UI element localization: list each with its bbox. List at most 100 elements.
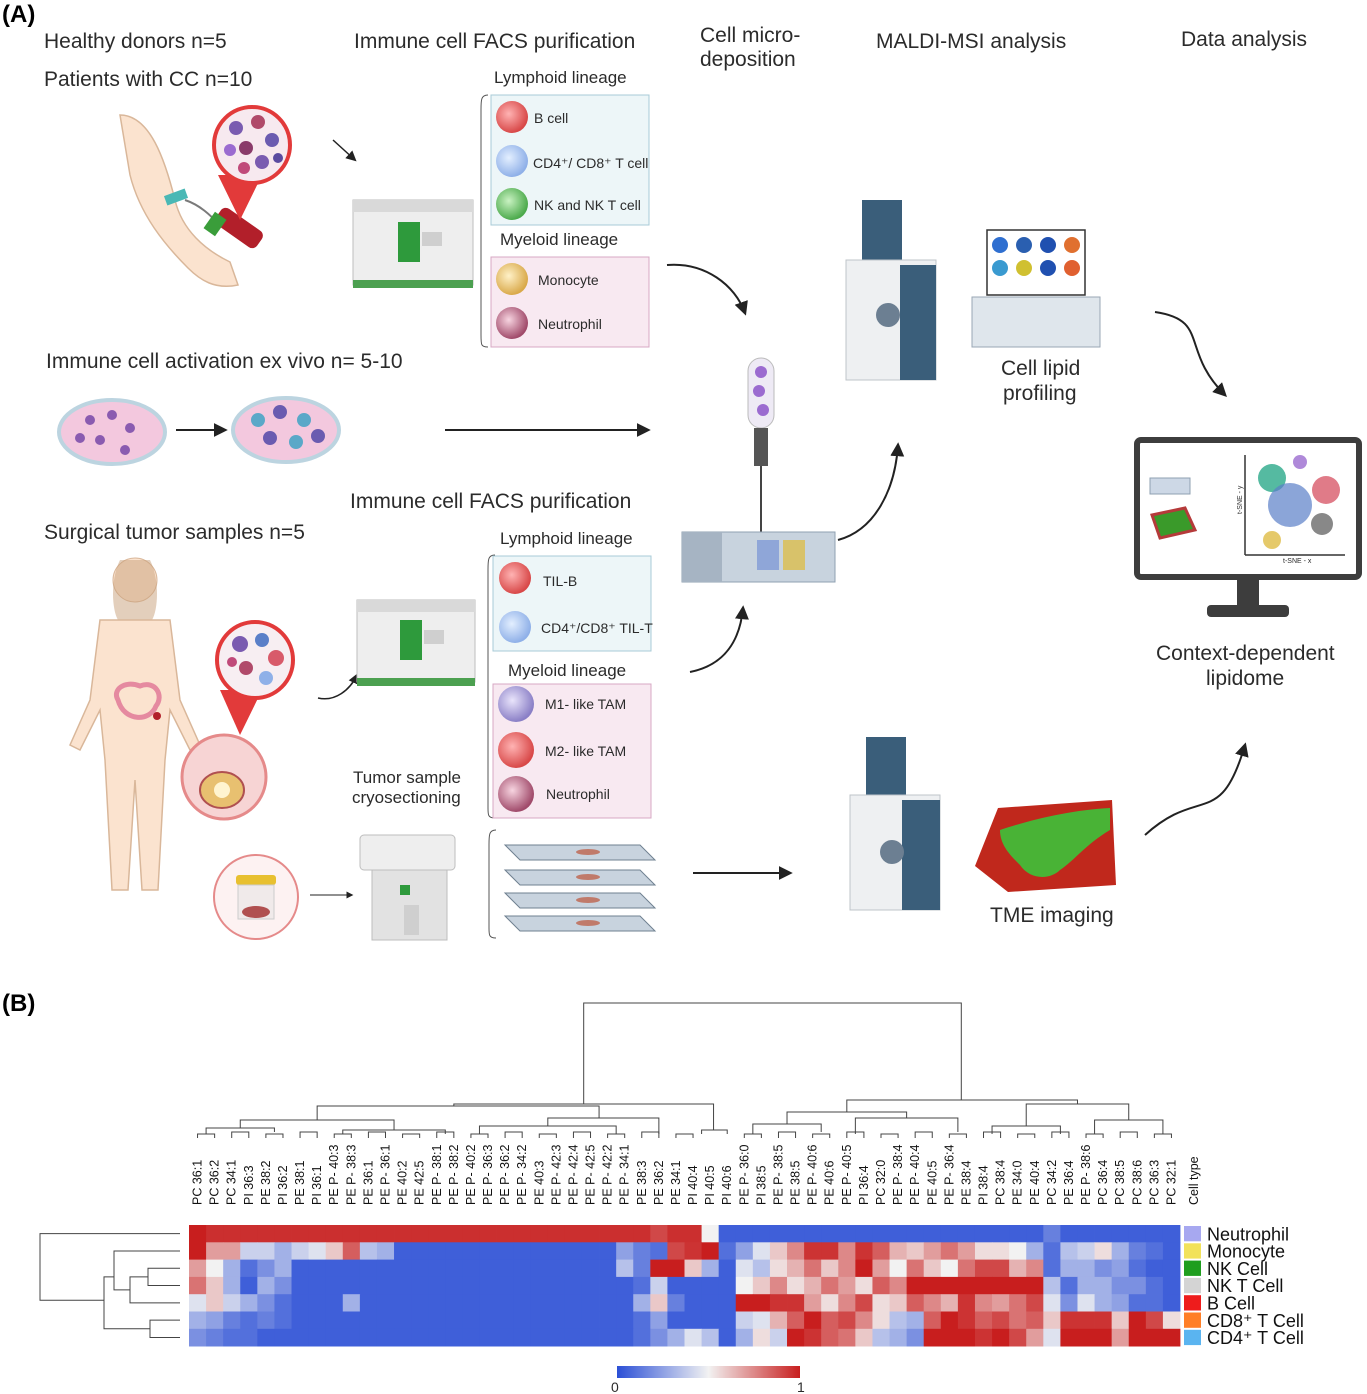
heatmap-cell [838,1294,856,1312]
heatmap-cell [752,1276,771,1295]
heatmap-cell [735,1225,754,1243]
heatmap-cell [1162,1328,1181,1347]
tumor-myeloid-title: Myeloid lineage [508,661,626,680]
heatmap-cell [701,1294,720,1312]
tsne-y-label: t-SNE - y [1237,485,1244,514]
heatmap-cell [376,1276,395,1295]
heatmap-cell [735,1294,754,1312]
heatmap-cell [479,1311,497,1330]
legend-swatch [1184,1277,1201,1294]
heatmap-cell [667,1225,685,1243]
heatmap-cell [581,1259,600,1278]
heatmap-cell [274,1242,292,1260]
heatmap-cell [547,1294,566,1312]
heatmap-cell [428,1311,446,1330]
legend-swatch [1184,1260,1201,1276]
heatmap-cell [940,1328,959,1347]
heatmap-cell [889,1242,908,1260]
column-label: PI 36:2 [276,1165,290,1205]
column-label: PC 32:0 [874,1160,888,1205]
heatmap-cell [633,1311,651,1330]
column-label: PE P- 38:1 [430,1145,444,1205]
column-label: PC 36:1 [191,1160,205,1205]
neutrophil-icon [496,307,528,339]
heatmap-cell [957,1259,976,1278]
heatmap-cell [1043,1311,1061,1330]
cohort-healthy: Healthy donors n=5 [44,30,227,53]
heatmap-cell [855,1225,873,1243]
heatmap-cell [206,1294,224,1312]
heatmap-cell [616,1242,634,1260]
heatmap-cell [376,1311,395,1330]
cryo-label-2: cryosectioning [352,788,461,807]
column-label: PE P- 40:5 [840,1145,854,1205]
heatmap-cell [992,1259,1010,1278]
column-label: PI 40:6 [720,1165,734,1205]
heatmap-cell [1077,1328,1095,1347]
heatmap-cell [513,1225,532,1243]
heatmap-cell [974,1328,993,1347]
heatmap-cell [940,1276,959,1295]
heatmap-cell [599,1328,617,1347]
heatmap-cell [769,1328,788,1347]
heatmap-cell [735,1242,754,1260]
column-label: PC 36:4 [1096,1160,1110,1205]
heatmap-cell [257,1259,275,1278]
column-label: PI 38:4 [977,1165,991,1205]
heatmap-cell [274,1294,292,1312]
heatmap-cell [359,1242,378,1260]
heatmap-cell [291,1242,310,1260]
lipidome-label-1: Context-dependent [1156,642,1335,665]
heatmap-cell [547,1225,566,1243]
heatmap-cell [530,1328,549,1347]
heatmap-cell [923,1259,942,1278]
heatmap-cell [1162,1276,1181,1295]
heatmap-cell [308,1294,327,1312]
tme-image-icon [975,800,1116,892]
heatmap-cell [496,1276,515,1295]
heatmap-cell [923,1276,942,1295]
heatmap-cell [889,1294,908,1312]
heatmap-cell [787,1311,805,1330]
heatmap-cell [752,1242,771,1260]
heatmap-cell [189,1225,207,1243]
heatmap-cell [701,1225,720,1243]
heatmap-cell [787,1276,805,1295]
header-maldi: MALDI-MSI analysis [876,30,1066,53]
heatmap-cell [359,1328,378,1347]
legend-label: Monocyte [1207,1242,1285,1262]
cohort-surgical: Surgical tumor samples n=5 [44,521,305,544]
heatmap-cell [530,1311,549,1330]
heatmap-cell [240,1328,258,1347]
heatmap-cell [257,1294,275,1312]
heatmap-cell [718,1276,737,1295]
heatmap-cell [325,1311,344,1330]
tumor-lymphoid-1: CD4⁺/CD8⁺ TIL-T [541,620,653,636]
heatmap-cell [923,1311,942,1330]
heatmap-cell [1009,1328,1027,1347]
heatmap-cell [992,1294,1010,1312]
heatmap-cell [957,1242,976,1260]
heatmap-cell [394,1328,412,1347]
heatmap-cell [462,1311,480,1330]
heatmap-cell [223,1259,241,1278]
heatmap-cell [1026,1276,1044,1295]
column-label: PC 34:1 [225,1160,239,1205]
column-label: PC 38:6 [1130,1160,1144,1205]
heatmap-cell [701,1242,720,1260]
blood-myeloid-title: Myeloid lineage [500,230,618,249]
maldi-instrument-icon [845,200,937,381]
heatmap-cell [787,1294,805,1312]
heatmap-cell [650,1225,668,1243]
heatmap-cell [547,1328,566,1347]
heatmap-cell [855,1311,873,1330]
heatmap-cell [992,1276,1010,1295]
heatmap-cell [684,1242,702,1260]
heatmap-cell [752,1311,771,1330]
heatmap-cell [581,1242,600,1260]
m1-tam-icon [498,686,534,722]
heatmap-cell [923,1225,942,1243]
heatmap-cell [1094,1259,1113,1278]
heatmap-cell [718,1294,737,1312]
